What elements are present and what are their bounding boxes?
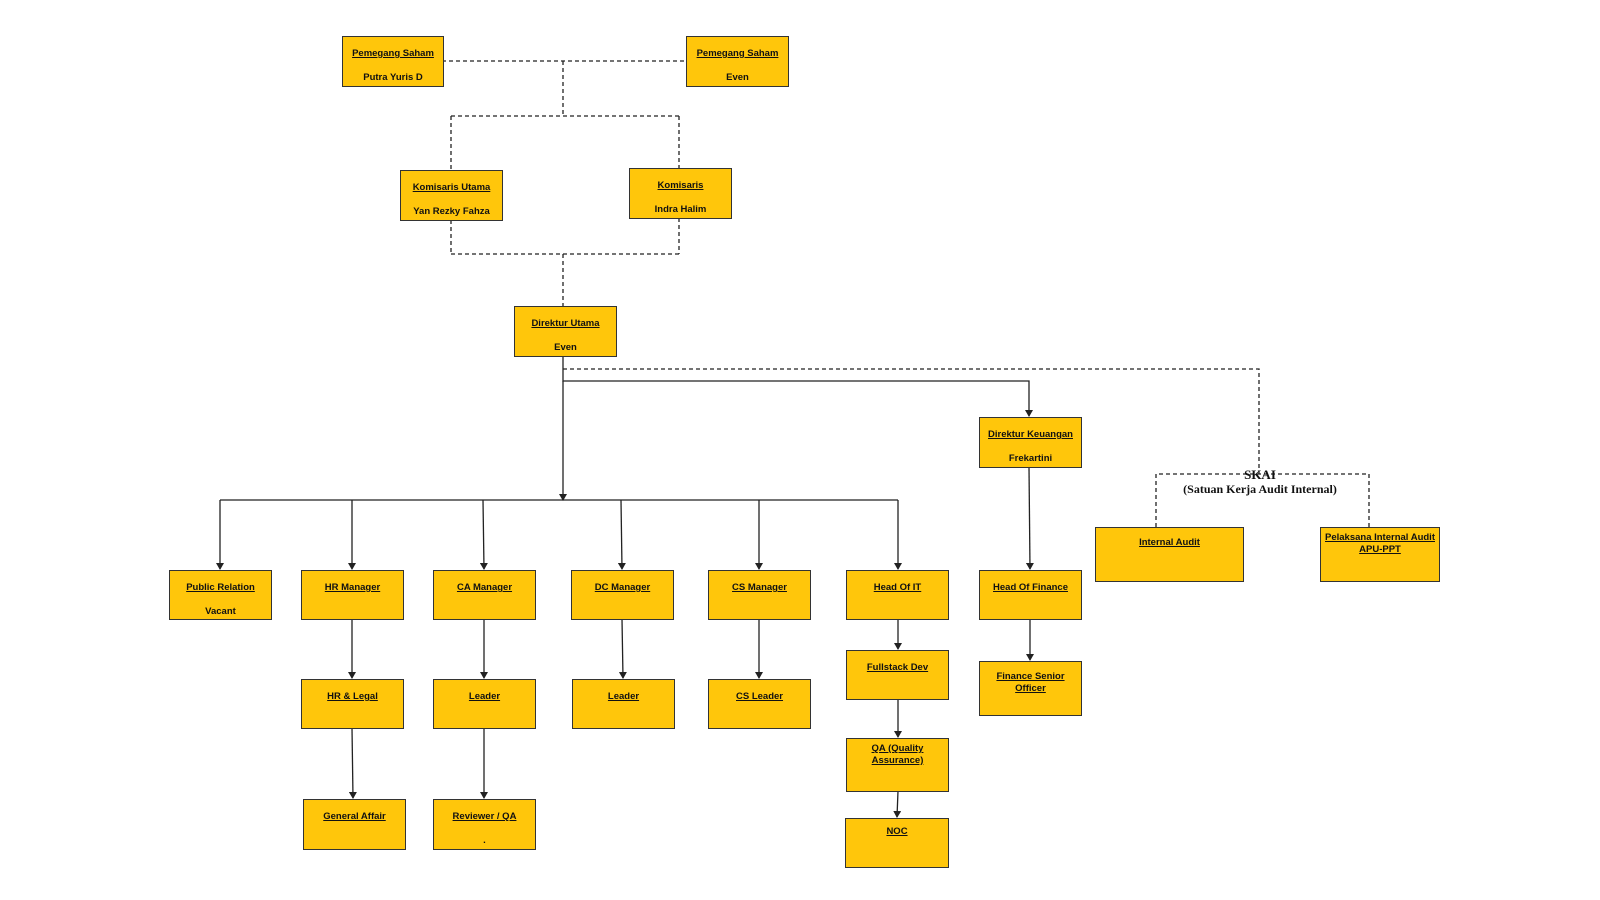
node-title: Komisaris Utama <box>412 182 491 193</box>
node-cs-manager: CS Manager <box>708 570 811 620</box>
node-title: DC Manager <box>594 582 651 593</box>
node-name: Even <box>726 72 749 83</box>
node-internal-audit: Internal Audit <box>1095 527 1244 582</box>
node-title: Internal Audit <box>1139 537 1200 548</box>
node-cs-leader: CS Leader <box>708 679 811 729</box>
node-title: General Affair <box>323 811 386 822</box>
connector-direktur-keuangan <box>562 356 1033 417</box>
node-title: Reviewer / QA <box>452 811 517 822</box>
node-finance-senior-officer: Finance Senior Officer <box>979 661 1082 716</box>
node-direktur-utama: Direktur Utama Even <box>514 306 617 357</box>
shareholder-dashed-connectors <box>442 60 1370 527</box>
node-qa-quality-assurance: QA (Quality Assurance) <box>846 738 949 792</box>
node-title: Leader <box>468 691 501 702</box>
node-komisaris-utama: Komisaris Utama Yan Rezky Fahza <box>400 170 503 221</box>
node-name: Vacant <box>205 606 236 617</box>
node-title: Public Relation <box>186 582 255 593</box>
node-title: Pemegang Saham <box>696 48 779 59</box>
node-noc: NOC <box>845 818 949 868</box>
node-komisaris: Komisaris Indra Halim <box>629 168 732 219</box>
node-general-affair: General Affair <box>303 799 406 850</box>
node-title: Pemegang Saham <box>352 48 434 59</box>
node-title: CS Leader <box>736 691 783 702</box>
node-pemegang-saham-even: Pemegang Saham Even <box>686 36 789 87</box>
node-hr-legal: HR & Legal <box>301 679 404 729</box>
node-fullstack-dev: Fullstack Dev <box>846 650 949 700</box>
node-ca-manager: CA Manager <box>433 570 536 620</box>
node-name: . <box>483 835 486 846</box>
node-public-relation: Public Relation Vacant <box>169 570 272 620</box>
node-ca-leader: Leader <box>433 679 536 729</box>
node-name: Indra Halim <box>654 204 707 215</box>
node-title: Pelaksana Internal Audit APU-PPT <box>1325 532 1435 555</box>
skai-label: SKAI (Satuan Kerja Audit Internal) <box>1140 467 1380 497</box>
node-dc-manager: DC Manager <box>571 570 674 620</box>
node-title: QA (Quality Assurance) <box>871 743 924 766</box>
node-pemegang-saham-putra: Pemegang Saham Putra Yuris D <box>342 36 444 87</box>
node-reviewer-qa: Reviewer / QA . <box>433 799 536 850</box>
node-title: CS Manager <box>732 582 787 593</box>
node-title: HR Manager <box>324 582 381 593</box>
node-direktur-keuangan: Direktur Keuangan Frekartini <box>979 417 1082 468</box>
node-title: Head Of Finance <box>993 582 1068 593</box>
node-name: Yan Rezky Fahza <box>413 206 490 217</box>
node-head-of-finance: Head Of Finance <box>979 570 1082 620</box>
node-pelaksana-internal-audit: Pelaksana Internal Audit APU-PPT <box>1320 527 1440 582</box>
node-title: Finance Senior Officer <box>996 671 1065 694</box>
node-title: CA Manager <box>456 582 513 593</box>
node-name: Even <box>554 342 577 353</box>
node-title: Direktur Utama <box>531 318 600 329</box>
skai-subtitle: (Satuan Kerja Audit Internal) <box>1183 482 1337 496</box>
node-name: Putra Yuris D <box>363 72 423 83</box>
node-title: Leader <box>607 691 640 702</box>
node-title: Head Of IT <box>873 582 922 593</box>
node-title: HR & Legal <box>327 691 378 702</box>
node-name: Frekartini <box>1008 453 1053 464</box>
node-hr-manager: HR Manager <box>301 570 404 620</box>
skai-title: SKAI <box>1244 467 1276 482</box>
node-dc-leader: Leader <box>572 679 675 729</box>
node-title: Fullstack Dev <box>866 662 929 673</box>
node-head-of-it: Head Of IT <box>846 570 949 620</box>
node-title: Direktur Keuangan <box>988 429 1073 440</box>
node-title: Komisaris <box>657 180 704 191</box>
node-title: NOC <box>886 826 908 837</box>
